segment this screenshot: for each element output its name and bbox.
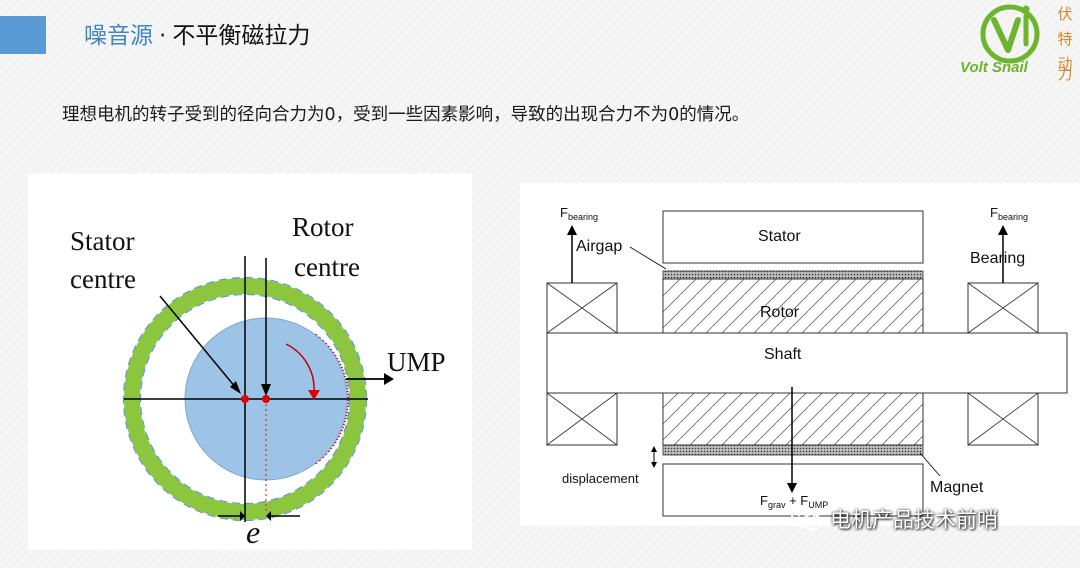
bearing-label: Bearing bbox=[970, 250, 1025, 267]
cross-section-figure: Stator Rotor Shaft Airgap Bearing Magnet… bbox=[520, 183, 1080, 526]
eccentricity-dim-right-head bbox=[266, 511, 271, 521]
bearing-bottom-left bbox=[546, 392, 618, 446]
magnet-top-strip bbox=[662, 270, 924, 280]
airgap-label: Airgap bbox=[576, 238, 622, 255]
logo-char-1: 伏 bbox=[1057, 5, 1073, 23]
ump-label: UMP bbox=[387, 347, 446, 377]
rotor-label-line2: centre bbox=[294, 252, 360, 282]
logo-brand-text: Volt Snail bbox=[960, 59, 1028, 76]
bearing-top-left bbox=[546, 282, 618, 334]
eccentricity-label: e bbox=[246, 514, 260, 550]
stator-centre-dot bbox=[241, 395, 249, 403]
airgap-pointer bbox=[629, 246, 667, 270]
brand-logo: Volt Snail 伏 特 动 力 bbox=[954, 2, 1080, 83]
page-title: 噪音源·不平衡磁拉力 bbox=[84, 20, 310, 52]
title-keyword: 噪音源 bbox=[84, 23, 153, 49]
displacement-arrowhead-up bbox=[651, 446, 657, 452]
shaft-block bbox=[546, 332, 1068, 394]
rotor-axis-arrowhead bbox=[261, 384, 271, 396]
vs-logo-icon bbox=[980, 4, 1040, 64]
displacement-label: displacement bbox=[562, 471, 639, 486]
logo-vertical-text-tail: 力 bbox=[1056, 62, 1074, 87]
bearing-force-arrowhead-right bbox=[998, 225, 1008, 235]
ump-arrowhead bbox=[384, 373, 394, 385]
stator-top-block bbox=[662, 210, 924, 264]
logo-char-4: 力 bbox=[1057, 65, 1073, 83]
cross-section-diagram: Stator Rotor Shaft Airgap Bearing Magnet… bbox=[546, 205, 1068, 517]
magnet-pointer bbox=[919, 452, 941, 477]
intro-text: 理想电机的转子受到的径向合力为0，受到一些因素影响，导致的出现合力不为0的情况。 bbox=[62, 105, 750, 125]
bearing-force-label-right: Fbearing bbox=[990, 205, 1028, 222]
stator-label-line2: centre bbox=[70, 264, 136, 294]
bearing-top-right bbox=[967, 282, 1039, 334]
stator-pointer-head bbox=[230, 381, 241, 394]
rotation-arc bbox=[285, 343, 315, 393]
wechat-icon bbox=[791, 507, 822, 531]
eccentricity-figure: Stator centre Rotor centre UMP e bbox=[28, 174, 472, 550]
rotor-label-line1: Rotor bbox=[292, 212, 354, 242]
shaft-label: Shaft bbox=[764, 346, 802, 363]
stator-label-line1: Stator bbox=[70, 226, 135, 256]
displacement-arrowhead-down bbox=[651, 462, 657, 468]
rotor-label: Rotor bbox=[760, 304, 800, 321]
wechat-watermark: 电机产品技术前哨 bbox=[790, 504, 998, 534]
rotation-arrowhead bbox=[308, 390, 320, 400]
rotor-bottom-block bbox=[662, 392, 924, 446]
gravity-ump-label: Fgrav + FUMP bbox=[760, 493, 828, 510]
logo-char-2: 特 bbox=[1057, 30, 1073, 48]
eccentricity-diagram: Stator centre Rotor centre UMP e bbox=[70, 212, 446, 550]
gravity-ump-arrowhead bbox=[787, 483, 797, 493]
logo-char-3: 动 bbox=[1057, 55, 1073, 73]
logo-vertical-text: 伏 特 动 bbox=[1056, 2, 1074, 77]
header-accent-bar bbox=[0, 16, 46, 54]
rotor-centre-dot bbox=[262, 395, 270, 403]
title-text: 不平衡磁拉力 bbox=[172, 23, 311, 49]
stator-label: Stator bbox=[758, 228, 801, 245]
magnet-bottom-strip bbox=[662, 444, 924, 456]
stator-pointer bbox=[159, 295, 237, 389]
bearing-force-arrowhead-left bbox=[567, 225, 577, 235]
bearing-force-label-left: Fbearing bbox=[560, 205, 598, 222]
title-separator: · bbox=[159, 23, 167, 49]
rotor-top-block bbox=[662, 278, 924, 334]
magnet-label: Magnet bbox=[930, 479, 984, 496]
watermark-text: 电机产品技术前哨 bbox=[830, 508, 998, 532]
bearing-bottom-right bbox=[967, 392, 1039, 446]
eccentricity-dim-left-head bbox=[240, 511, 245, 521]
